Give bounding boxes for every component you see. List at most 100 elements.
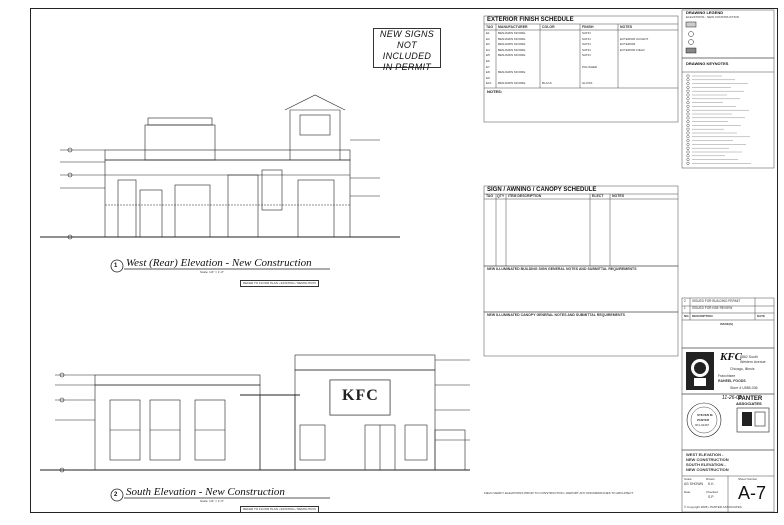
project-address2: Western Avenue bbox=[740, 360, 766, 364]
finish-cell: E8 bbox=[486, 70, 490, 75]
seal-line: STEVEN M. bbox=[697, 413, 714, 417]
south-elevation-ref: REFER TO FLOOR PLAN • EXISTING / DEMOLIT… bbox=[240, 506, 319, 513]
keynote-bubble bbox=[686, 154, 690, 158]
keynote-bubble bbox=[686, 82, 690, 86]
keynote-bubble bbox=[686, 74, 690, 78]
banner-line: NEW SIGNS bbox=[379, 29, 435, 39]
finish-cell: BENJAMIN MOORE bbox=[498, 31, 526, 35]
south-elevation-scale: Scale: 1/4" = 1'-0" bbox=[200, 499, 224, 503]
sheet-number-label: Sheet Number bbox=[738, 477, 758, 481]
sheet-border bbox=[30, 8, 778, 513]
field-label-drawn: Drawn bbox=[706, 477, 715, 481]
finish-cell: E9 bbox=[486, 75, 490, 80]
revision-cell: 2 bbox=[684, 299, 686, 303]
keynote-bubble bbox=[686, 150, 690, 154]
finish-cell: E6 bbox=[486, 59, 490, 63]
keynote-bubble bbox=[686, 123, 690, 127]
seal-date: 11-26-08 bbox=[722, 395, 742, 401]
project-address1: 8862 South bbox=[740, 355, 758, 359]
revision-header-no: NO. bbox=[684, 314, 690, 318]
canopy-sign-notes-title: NEW ILLUMINATED CANOPY GENERAL NOTES AND… bbox=[487, 313, 625, 317]
keynote-bubble bbox=[686, 146, 690, 150]
sign-header-cell: TAG bbox=[486, 194, 494, 198]
seal-line: PANTER bbox=[697, 418, 710, 422]
finish-cell: SATIN bbox=[582, 53, 591, 58]
building-sign-notes-title: NEW ILLUMINATED BUILDING SIGN GENERAL NO… bbox=[487, 267, 637, 271]
finish-cell: EXTERIOR bbox=[620, 42, 636, 47]
west-elevation-title: West (Rear) Elevation - New Construction bbox=[126, 257, 312, 269]
keynote-bubble bbox=[686, 101, 690, 105]
finish-cell: BENJAMIN MOORE bbox=[498, 36, 526, 41]
finish-header-cell: MANUFACTURER bbox=[498, 24, 528, 29]
project-city: Chicago, Illinois bbox=[730, 367, 755, 371]
keynote-bubble bbox=[686, 139, 690, 143]
field-value-scale: AS SHOWN bbox=[684, 482, 704, 486]
keynote-bubble bbox=[686, 116, 690, 120]
architect-name: PANTER bbox=[738, 396, 763, 402]
sheet-title-line: SOUTH ELEVATION - bbox=[686, 462, 726, 467]
sheet-title-line: WEST ELEVATION - bbox=[686, 452, 724, 457]
finish-schedule-title: EXTERIOR FINISH SCHEDULE bbox=[487, 17, 574, 23]
revision-cell: ISSUED FOR BUILDING PERMIT bbox=[692, 299, 741, 303]
finish-notes-title: NOTES: bbox=[487, 89, 503, 94]
finish-cell: SATIN bbox=[582, 42, 591, 47]
keynote-bubble bbox=[686, 161, 690, 165]
project-brand: KFC bbox=[720, 351, 743, 363]
revision-cell: 1 bbox=[684, 306, 686, 310]
finish-cell: EXTERIOR FIELD bbox=[620, 47, 645, 52]
west-elevation-ref: REFER TO FLOOR PLAN • EXISTING / DEMOLIT… bbox=[240, 280, 319, 287]
finish-header-cell: COLOR bbox=[542, 24, 555, 29]
sign-header-cell: ELECT bbox=[592, 194, 604, 198]
legend-subtitle: ELEVATIONS - NEW CONSTRUCTION bbox=[686, 15, 740, 19]
keynote-bubble bbox=[686, 120, 690, 124]
finish-cell: GLOSS bbox=[582, 81, 593, 86]
keynote-bubble bbox=[686, 93, 690, 97]
keynote-bubble bbox=[686, 112, 690, 116]
field-label-scale: Scale bbox=[684, 477, 692, 481]
banner-line: NOT INCLUDED bbox=[382, 40, 432, 61]
finish-cell: E1 bbox=[486, 31, 490, 35]
keynote-bubble bbox=[686, 131, 690, 135]
copyright: © Copyright 2008 • PANTER ASSOCIATES bbox=[684, 505, 742, 509]
finish-cell: E5 bbox=[486, 53, 490, 58]
field-label-checked: Checked bbox=[706, 490, 718, 494]
architect-name2: ASSOCIATES bbox=[736, 401, 762, 406]
finish-header-cell: NOTES bbox=[620, 24, 633, 29]
finish-cell: E10 bbox=[486, 81, 492, 86]
keynote-bubble bbox=[686, 97, 690, 101]
field-value-drawn: K.K. bbox=[708, 482, 715, 486]
keynote-bubble bbox=[686, 85, 690, 89]
finish-header-cell: FINISH bbox=[582, 24, 594, 29]
south-elevation-number: 2 bbox=[114, 492, 118, 498]
revision-header-desc: DESCRIPTION bbox=[692, 314, 713, 318]
banner-line: IN PERMIT bbox=[382, 62, 432, 72]
kfc-building-sign: KFC bbox=[342, 387, 379, 404]
keynote-bubble bbox=[686, 142, 690, 146]
finish-cell: BENJAMIN MOORE bbox=[498, 42, 526, 47]
finish-cell: E3 bbox=[486, 42, 490, 47]
store-number: Store # U585-036 bbox=[730, 386, 758, 390]
keynote-bubble bbox=[686, 158, 690, 162]
keynote-bubble bbox=[686, 78, 690, 82]
sign-schedule-title: SIGN / AWNING / CANOPY SCHEDULE bbox=[487, 187, 597, 193]
south-elevation-title: South Elevation - New Construction bbox=[126, 486, 285, 498]
finish-cell: SATIN bbox=[582, 47, 591, 52]
field-verify-note: FIELD VERIFY ELEVATIONS PRIOR TO CONSTRU… bbox=[484, 491, 634, 495]
keynote-bubble bbox=[686, 104, 690, 108]
finish-cell: BENJAMIN MOORE bbox=[498, 47, 526, 52]
finish-cell: E4 bbox=[486, 47, 490, 52]
finish-cell: BENJAMIN MOORE bbox=[498, 81, 526, 86]
revision-header-date: DATE bbox=[757, 314, 765, 318]
sheet-title-line: NEW CONSTRUCTION bbox=[686, 457, 729, 462]
keynote-bubble bbox=[686, 89, 690, 93]
legend-title: DRAWING LEGEND bbox=[686, 10, 724, 15]
franchisee-name: RAHEEL FOODS bbox=[718, 379, 746, 383]
sheet-title-line: NEW CONSTRUCTION bbox=[686, 467, 729, 472]
keynote-bubble bbox=[686, 108, 690, 112]
franchisee-label: Franchisee bbox=[718, 374, 736, 378]
finish-header-cell: TAG bbox=[486, 24, 494, 29]
seal-line: 001-02467 bbox=[695, 423, 710, 427]
keynote-bubble bbox=[686, 135, 690, 139]
finish-cell: E2 bbox=[486, 36, 490, 41]
